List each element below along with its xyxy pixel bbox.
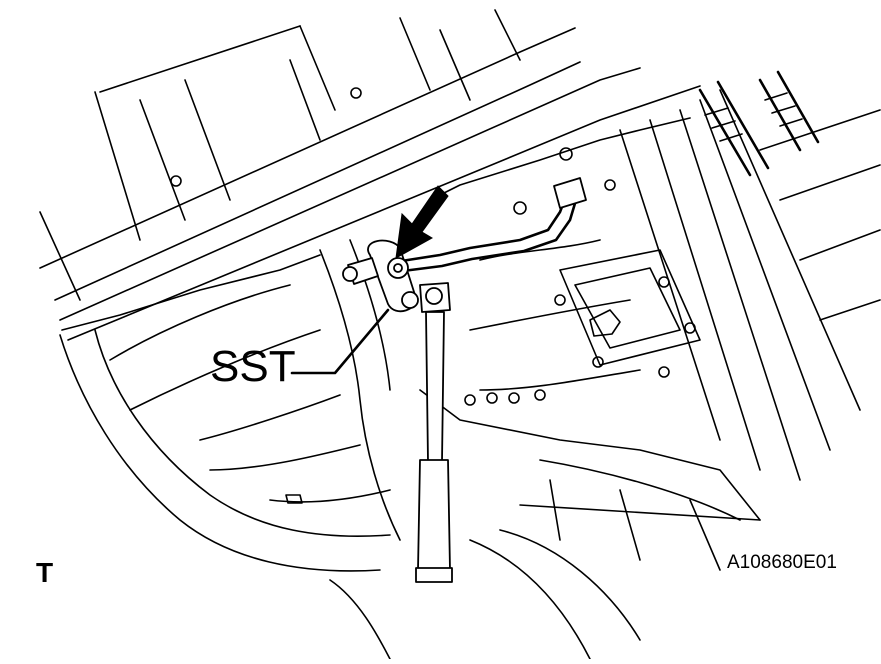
oil-cooler-pipe	[393, 177, 587, 274]
oil-pan-outline	[59, 239, 641, 660]
location-arrow-icon	[395, 185, 449, 259]
transmission-housing	[419, 70, 881, 571]
sst-label: SST	[210, 342, 296, 391]
view-mark: T	[36, 557, 54, 588]
sst-tool	[342, 239, 453, 583]
body-frame-lines	[39, 9, 701, 341]
figure-id: A108680E01	[727, 552, 837, 573]
sst-leader-line	[290, 308, 390, 375]
